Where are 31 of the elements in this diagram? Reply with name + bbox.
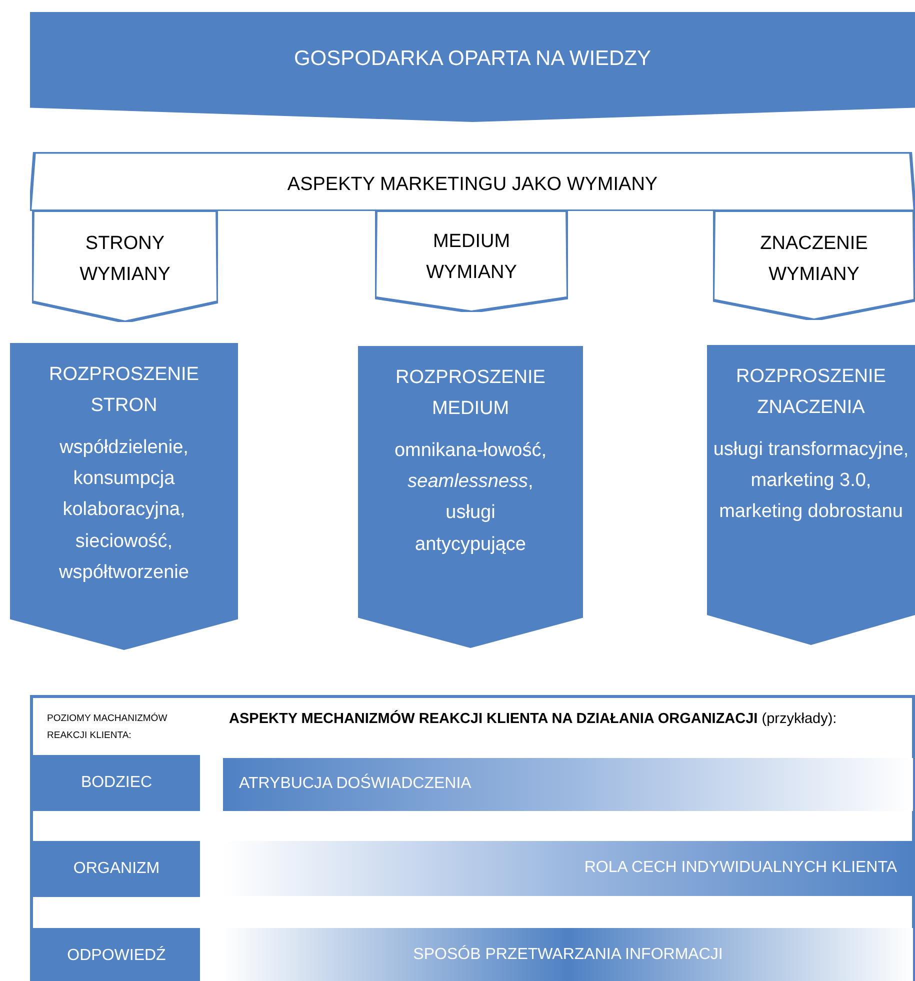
level-text: ROLA CECH INDYWIDUALNYCH KLIENTA <box>583 858 897 878</box>
side-heading: POZIOMY MACHANIZMÓW REAKCJI KLIENTA: <box>47 712 168 743</box>
chevron-box <box>707 345 915 645</box>
level-label <box>33 755 200 811</box>
chevron-box <box>10 343 238 650</box>
heading-text: MEDIUM WYMIANY <box>425 230 518 286</box>
level-text: ORGANIZM <box>72 858 161 879</box>
body-text: współdzielenie, konsumpcja kolaboracyjna, sieciowość, współtworzenie <box>58 436 190 586</box>
chevron-box <box>32 210 218 322</box>
level-label <box>33 928 200 981</box>
level-text: BODZIEC <box>80 772 154 793</box>
level-text: ODPOWIEDŹ <box>66 945 167 966</box>
chevron-box <box>713 210 915 320</box>
heading-text: ZNACZENIE WYMIANY <box>759 232 869 288</box>
gradient-bar <box>223 758 913 811</box>
heading-text: STRONY WYMIANY <box>78 232 172 288</box>
heading-text: GOSPODARKA OPARTA NA WIEDZY <box>292 46 652 72</box>
level-label <box>33 841 200 897</box>
heading-text: ROZPROSZENIE ZNACZENIA <box>735 365 887 420</box>
heading-text: ROZPROSZENIE STRON <box>48 363 200 418</box>
body-text: usługi transformacyjne, marketing 3.0, marketing dobrostanu <box>712 438 910 524</box>
level-text: SPOSÓB PRZETWARZANIA INFORMACJI <box>412 944 724 966</box>
chevron-box <box>358 346 583 648</box>
chevron-box <box>375 210 568 312</box>
section-heading: ASPEKTY MECHANIZMÓW REAKCJI KLIENTA NA DZIAŁANIA ORGANIZACJI (przykłady): <box>229 711 837 727</box>
level-text: ATRYBUCJA DOŚWIADCZENIA <box>239 772 472 794</box>
banner-arrow <box>30 12 915 122</box>
heading-text: ASPEKTY MARKETINGU JAKO WYMIANY <box>286 173 659 197</box>
panel <box>30 695 915 981</box>
body-text: omnikana-łowość, seamlessness, usługi antycypujące <box>393 438 548 557</box>
heading-text: ROZPROSZENIE MEDIUM <box>394 366 546 422</box>
